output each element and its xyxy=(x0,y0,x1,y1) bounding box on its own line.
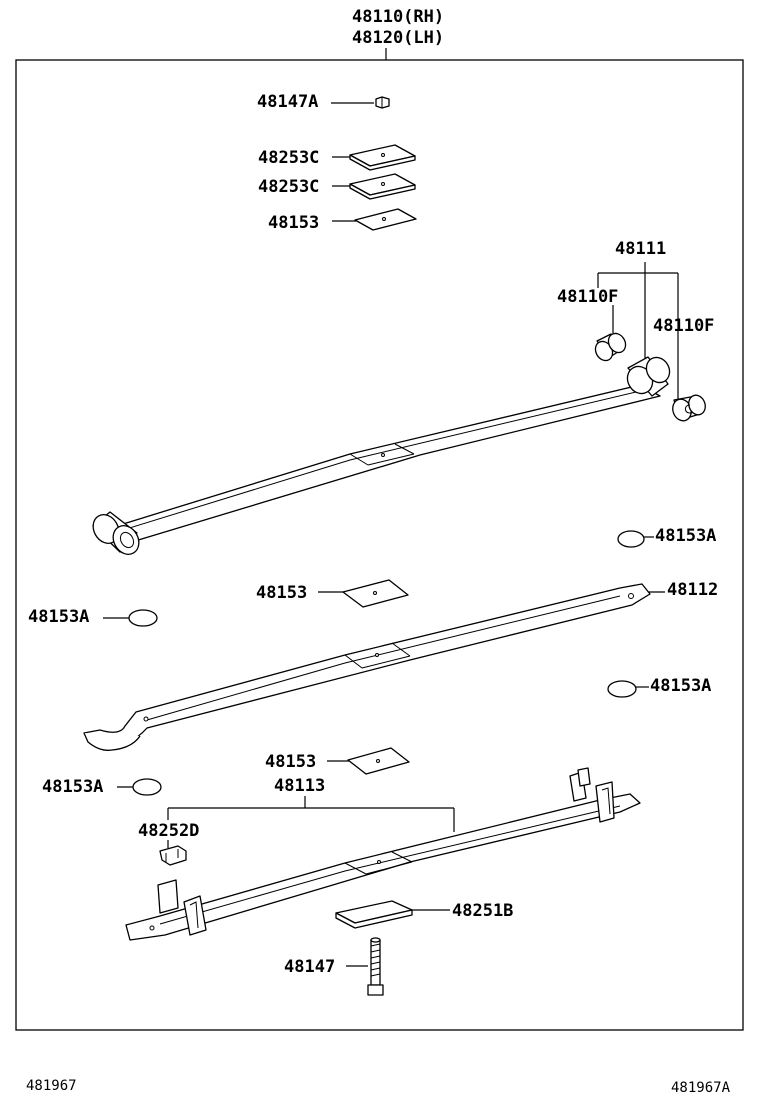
bushing-48110f-left-part xyxy=(594,332,627,362)
seat-48153-low-part xyxy=(347,747,410,775)
seat-48153-low-label: 48153 xyxy=(265,752,316,772)
nut-48147a-label: 48147A xyxy=(257,92,318,112)
seat-48153-mid-part xyxy=(342,579,409,608)
seat-48153-top-label: 48153 xyxy=(268,213,319,233)
pad-48153a-part-4 xyxy=(132,778,162,796)
nut-48147a-part xyxy=(375,96,390,109)
pad-48153a-part-2 xyxy=(128,609,158,627)
pad-48153a-label-1: 48153A xyxy=(655,526,716,546)
bushing-48110f-right-label: 48110F xyxy=(653,316,714,336)
leaf-48111-bracket xyxy=(597,262,679,400)
plate-48253c-part-1 xyxy=(349,144,416,171)
plate-48253c-label-2: 48253C xyxy=(258,177,319,197)
leaf-48113-part xyxy=(125,767,641,941)
bushing-48110f-left-label: 48110F xyxy=(557,287,618,307)
leaf-48111-label: 48111 xyxy=(615,239,666,259)
pad-48153a-part-3 xyxy=(607,680,637,698)
footer-left-code: 481967 xyxy=(26,1078,77,1094)
diagram-frame xyxy=(15,59,744,1031)
plate-48253c-part-2 xyxy=(349,173,416,200)
plate-48253c-label-1: 48253C xyxy=(258,148,319,168)
leaf-48113-bracket xyxy=(167,796,455,848)
assembly-rh-label: 48110(RH) xyxy=(352,7,444,27)
leaf-48112-label: 48112 xyxy=(667,580,718,600)
seat-48153-mid-label: 48153 xyxy=(256,583,307,603)
pad-48153a-label-3: 48153A xyxy=(650,676,711,696)
pad-48153a-part-1 xyxy=(617,530,645,548)
clip-48252d-part xyxy=(159,845,187,866)
plate-48251b-part xyxy=(335,900,413,929)
leaf-48113-label: 48113 xyxy=(274,776,325,796)
plate-48251b-label: 48251B xyxy=(452,901,513,921)
seat-48153-top-part xyxy=(354,208,417,231)
bolt-48147-label: 48147 xyxy=(284,957,335,977)
leaf-48112-part xyxy=(83,583,651,751)
pad-48153a-label-4: 48153A xyxy=(42,777,103,797)
leaf-48111-part xyxy=(92,356,671,555)
assembly-lh-label: 48120(LH) xyxy=(352,28,444,48)
bolt-48147-part xyxy=(367,937,384,996)
bushing-48110f-right-part xyxy=(672,394,706,422)
clip-48252d-label: 48252D xyxy=(138,821,199,841)
pad-48153a-label-2: 48153A xyxy=(28,607,89,627)
footer-right-code: 481967A xyxy=(671,1080,731,1096)
